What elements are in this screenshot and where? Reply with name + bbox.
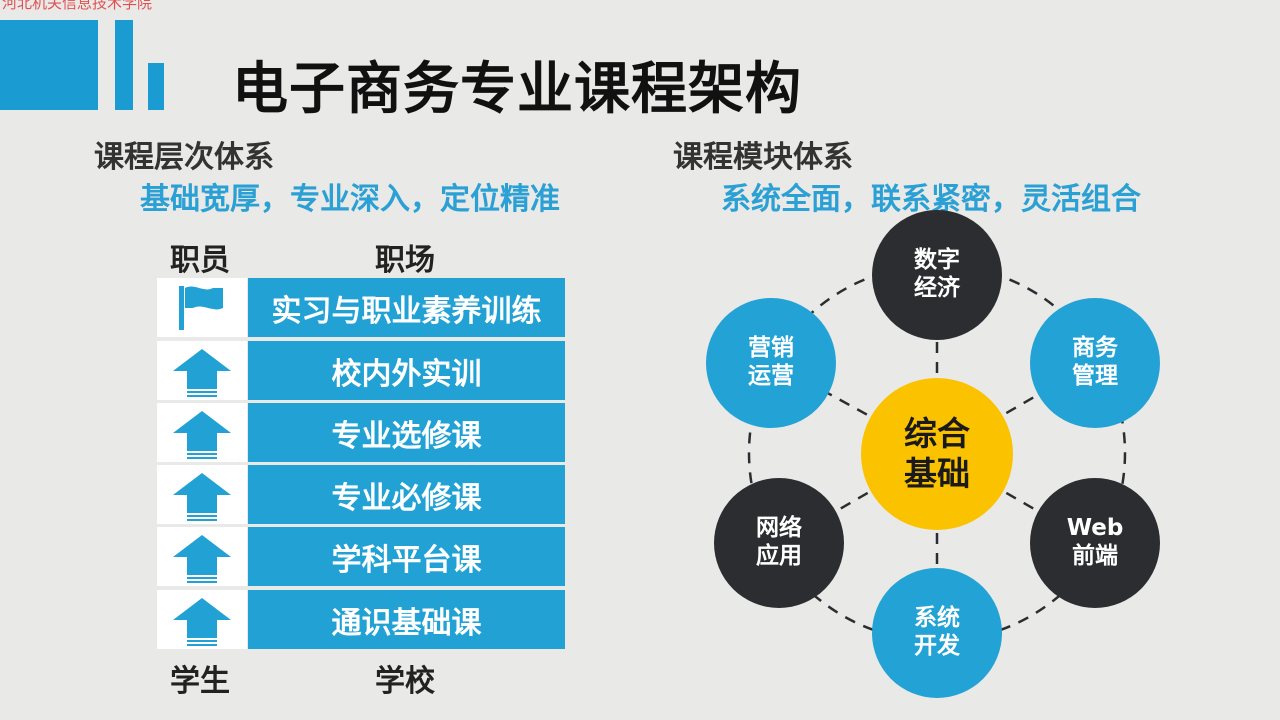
layer-row-practical: 校内外实训: [157, 341, 565, 400]
layer-label: 专业选修课: [248, 403, 565, 462]
module-label-line1: 系统: [914, 605, 960, 632]
decor-bar-wide: [0, 20, 98, 110]
module-label-line2: 管理: [1072, 363, 1118, 389]
module-label-line1: Web: [1066, 515, 1124, 542]
label-workplace: 职场: [375, 243, 435, 278]
layer-label: 校内外实训: [248, 341, 565, 400]
left-section-subheading: 基础宽厚，专业深入，定位精准: [140, 182, 560, 217]
module-label-line2: 经济: [914, 275, 960, 301]
center-label-line1: 综合: [904, 414, 970, 454]
layer-label: 通识基础课: [248, 590, 565, 649]
up-arrow-icon: [157, 465, 247, 524]
label-school: 学校: [375, 664, 435, 699]
module-business-management: 商务 管理: [1030, 298, 1160, 428]
left-section-heading: 课程层次体系: [94, 140, 274, 175]
module-label-line2: 运营: [748, 363, 794, 389]
layer-row-platform: 学科平台课: [157, 527, 565, 586]
layer-row-general: 通识基础课: [157, 590, 565, 649]
label-staff: 职员: [170, 243, 230, 278]
layer-label: 实习与职业素养训练: [248, 278, 565, 337]
module-digital-economy: 数字 经济: [872, 210, 1002, 340]
layer-label: 学科平台课: [248, 527, 565, 586]
label-student: 学生: [170, 664, 230, 699]
decor-bar-mid: [115, 20, 133, 110]
up-arrow-icon: [157, 590, 247, 649]
up-arrow-icon: [157, 403, 247, 462]
page-title: 电子商务专业课程架构: [232, 57, 802, 122]
layer-label: 专业必修课: [248, 465, 565, 524]
up-arrow-icon: [157, 527, 247, 586]
right-section-heading: 课程模块体系: [673, 140, 853, 175]
watermark-text: 河北机关信息技术学院: [2, 0, 153, 12]
module-label-line1: 商务: [1072, 335, 1118, 362]
center-label-line2: 基础: [904, 454, 970, 493]
module-label-line2: 前端: [1072, 543, 1118, 569]
layer-row-internship: 实习与职业素养训练: [157, 278, 565, 337]
module-label-line2: 开发: [914, 633, 960, 659]
module-label-line1: 营销: [748, 335, 794, 362]
module-marketing-operation: 营销 运营: [706, 298, 836, 428]
module-comprehensive-foundation: 综合 基础: [861, 378, 1013, 530]
module-web-frontend: Web 前端: [1030, 478, 1160, 608]
layer-row-elective: 专业选修课: [157, 403, 565, 462]
decor-bar-short: [148, 63, 164, 110]
module-label-line2: 应用: [756, 543, 802, 569]
module-network-application: 网络 应用: [714, 478, 844, 608]
layer-row-required: 专业必修课: [157, 465, 565, 524]
flag-icon: [157, 278, 247, 337]
module-label-line1: 网络: [756, 515, 802, 542]
up-arrow-icon: [157, 341, 247, 400]
module-label-line1: 数字: [914, 247, 960, 274]
module-system-development: 系统 开发: [872, 568, 1002, 698]
